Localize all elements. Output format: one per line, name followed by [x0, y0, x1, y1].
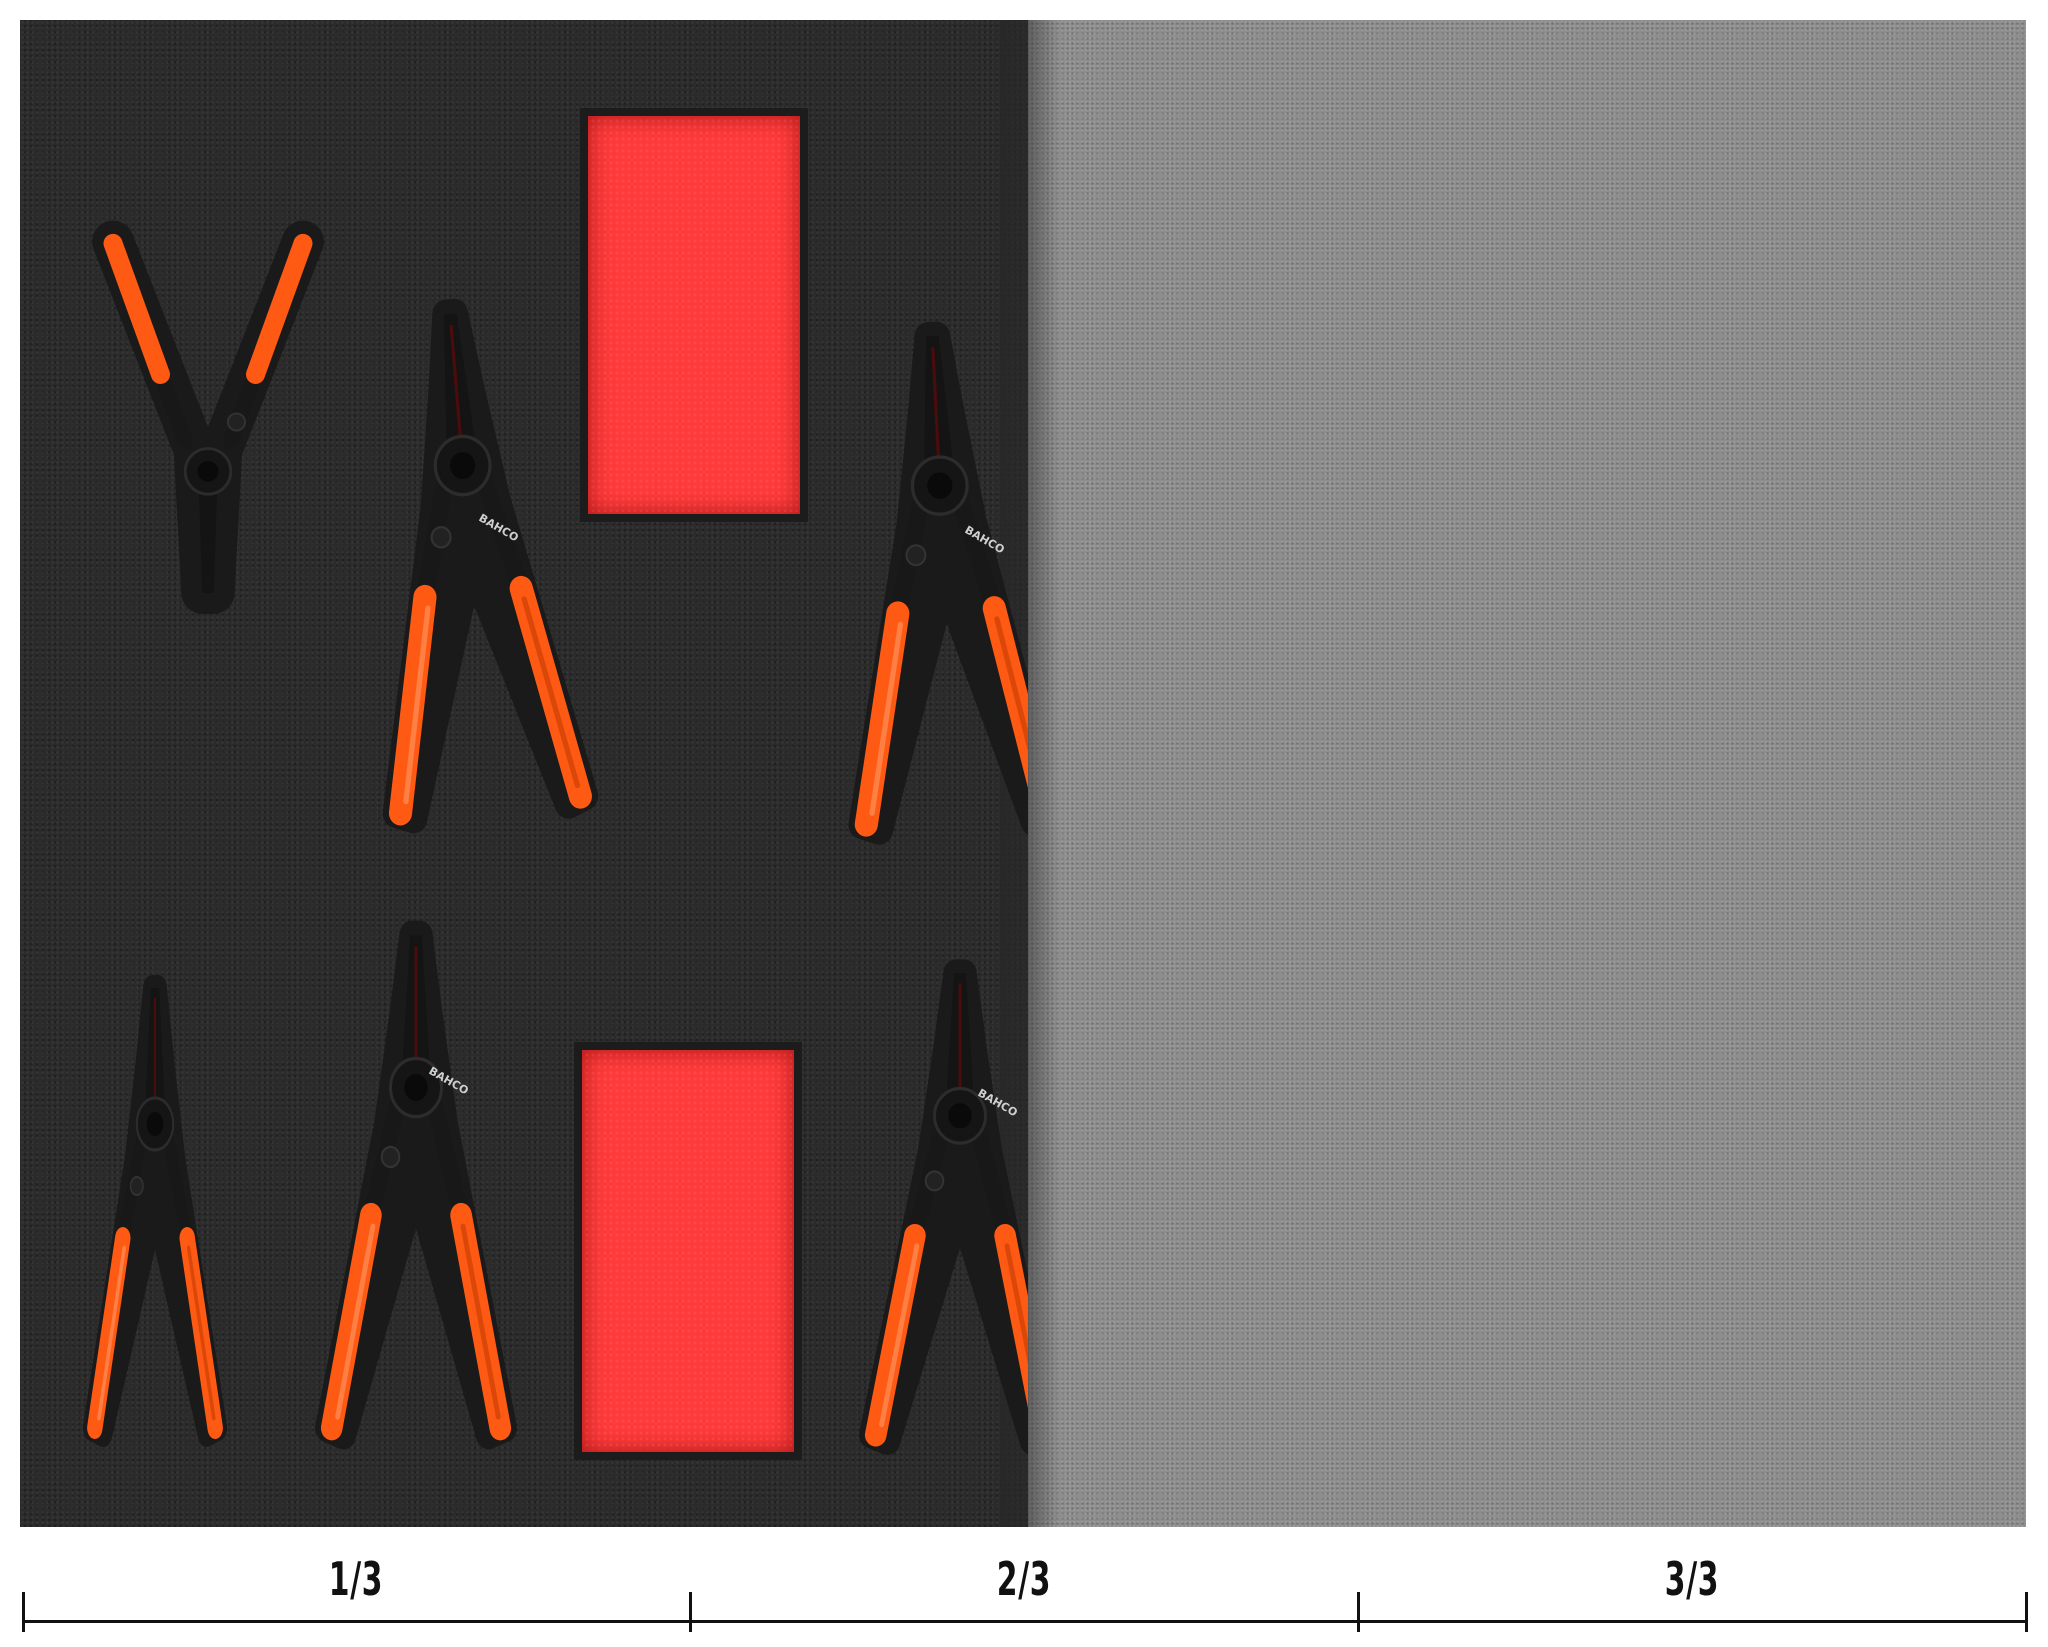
ruler-tick	[22, 1592, 25, 1632]
ruler-tick	[1357, 1592, 1360, 1632]
scale-label-3: 3/3	[1664, 1552, 1720, 1606]
scale-label-2: 2/3	[996, 1552, 1052, 1606]
red-finger-pocket-bottom	[574, 1042, 802, 1460]
ruler-tick	[2025, 1592, 2028, 1632]
plier-top-3	[838, 331, 1028, 831]
red-finger-pocket-top	[580, 108, 808, 522]
plier-bottom-1	[92, 988, 218, 1434]
plier-bottom-3	[872, 973, 1028, 1441]
plier-bottom-2	[328, 935, 504, 1435]
plier-top-1	[113, 241, 303, 593]
pliers-set: BAHCO BAHCO BAHCO BAHCO BAHCO	[20, 20, 1028, 1527]
scale-ruler	[22, 1620, 2028, 1623]
empty-tray-section	[1028, 20, 2026, 1527]
scale-label-1: 1/3	[328, 1552, 384, 1606]
plier-top-2	[356, 305, 585, 820]
ruler-tick	[689, 1592, 692, 1632]
